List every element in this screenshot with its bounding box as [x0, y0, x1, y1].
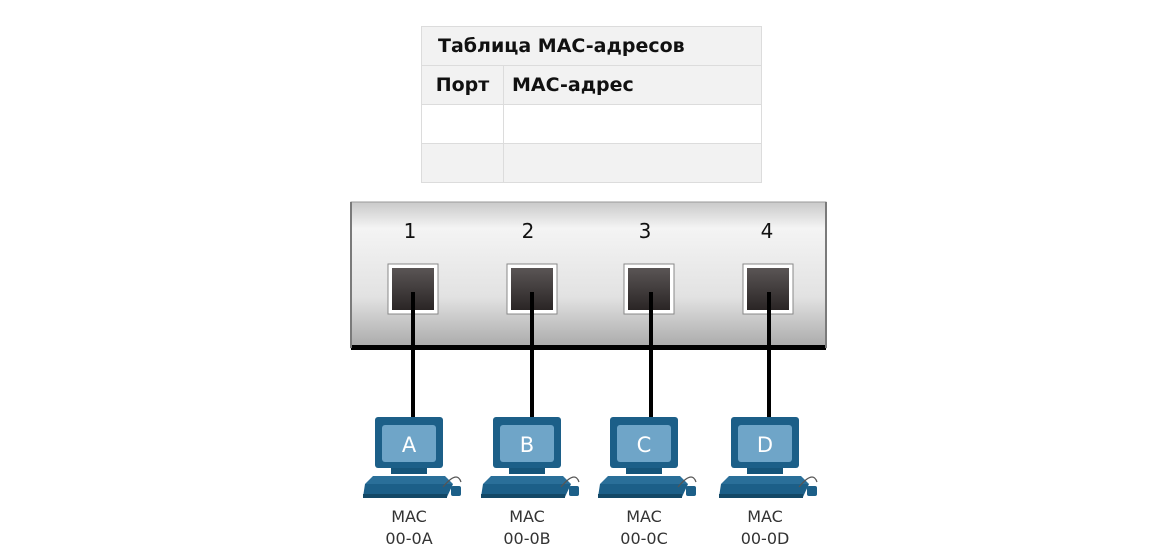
- table-header-row: Порт MAC-адрес: [421, 65, 762, 105]
- table-title: Таблица MAC-адресов: [421, 26, 762, 66]
- pc-b-mac-label: MAC: [509, 507, 545, 526]
- pc-d-mac-address: 00-0D: [741, 529, 790, 548]
- pc-a-mac-address: 00-0A: [385, 529, 432, 548]
- pc-c-label: C: [637, 433, 652, 457]
- port-number-3: 3: [639, 219, 652, 243]
- pc-b[interactable]: B MAC 00-0B: [481, 417, 580, 548]
- table-cell-port: [421, 104, 504, 144]
- pc-b-label: B: [520, 433, 534, 457]
- table-cell-mac: [503, 143, 762, 183]
- computer-icon: [481, 417, 580, 498]
- table-cell-mac: [503, 104, 762, 144]
- table-row: [421, 104, 762, 144]
- switch-base-line: [351, 345, 826, 350]
- pc-d-mac-label: MAC: [747, 507, 783, 526]
- computer-icon: [719, 417, 818, 498]
- computer-icon: [363, 417, 462, 498]
- computer-icon: [598, 417, 697, 498]
- pc-a-mac-label: MAC: [391, 507, 427, 526]
- pc-b-mac-address: 00-0B: [503, 529, 550, 548]
- column-header-mac: MAC-адрес: [503, 65, 762, 105]
- mac-address-table: Таблица MAC-адресов Порт MAC-адрес: [421, 26, 762, 183]
- port-number-4: 4: [761, 219, 774, 243]
- port-number-2: 2: [522, 219, 535, 243]
- pc-a-label: A: [402, 433, 417, 457]
- switch-port-2[interactable]: 2: [506, 219, 558, 315]
- pc-d[interactable]: D MAC 00-0D: [719, 417, 818, 548]
- port-number-1: 1: [404, 219, 417, 243]
- pc-c-mac-label: MAC: [626, 507, 662, 526]
- table-cell-port: [421, 143, 504, 183]
- pc-a[interactable]: A MAC 00-0A: [363, 417, 462, 548]
- pc-c[interactable]: C MAC 00-0C: [598, 417, 697, 548]
- table-title-row: Таблица MAC-адресов: [421, 26, 762, 66]
- table-row: [421, 143, 762, 183]
- column-header-port: Порт: [421, 65, 504, 105]
- pc-d-label: D: [757, 433, 773, 457]
- cables: [411, 292, 771, 420]
- pc-c-mac-address: 00-0C: [620, 529, 667, 548]
